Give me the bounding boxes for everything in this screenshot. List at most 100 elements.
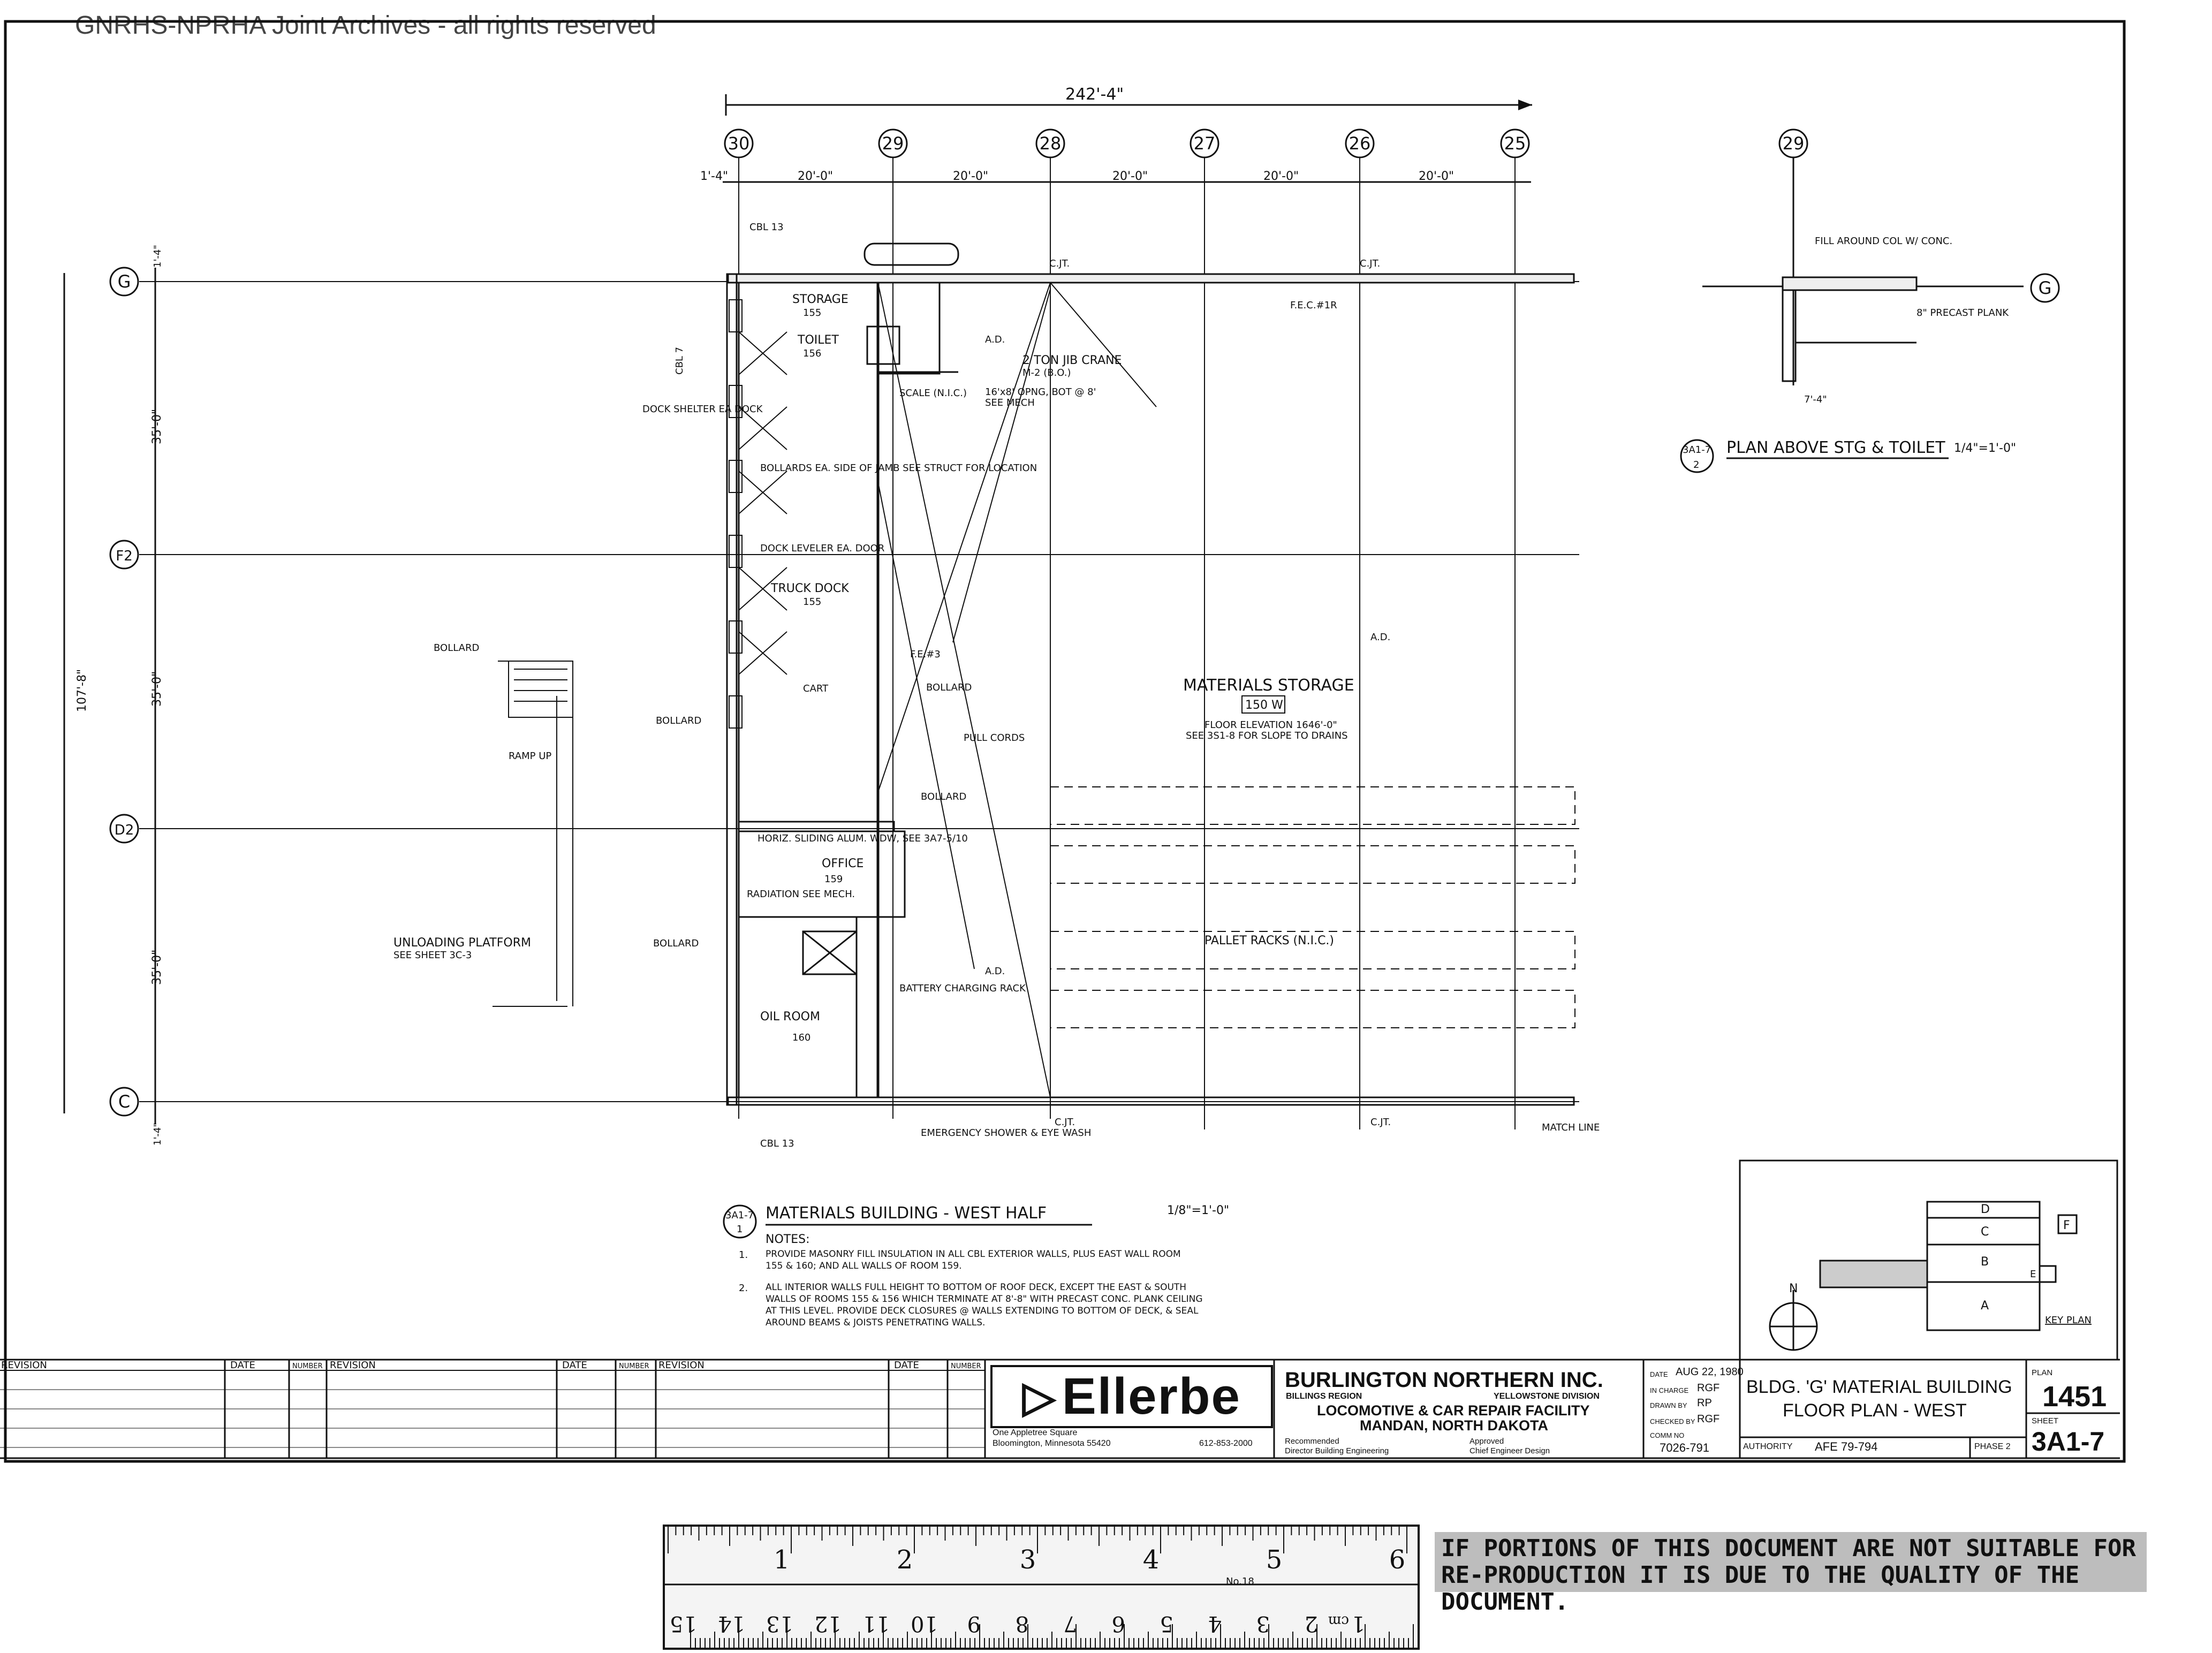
- cbl13-top: CBL 13: [749, 222, 784, 233]
- room-oil-no: 160: [792, 1032, 810, 1043]
- ruler-inch-5: 5: [1266, 1545, 1283, 1575]
- dock-doors: [729, 299, 787, 814]
- cbl7-label: CBL 7: [674, 347, 685, 375]
- drawing-title-1: BLDG. 'G' MATERIAL BUILDING: [1746, 1377, 2012, 1397]
- project-location: MANDAN, NORTH DAKOTA: [1360, 1417, 1548, 1434]
- detail-ref: 3A1-7: [1683, 444, 1711, 456]
- pallet-racks-label: PALLET RACKS (N.I.C.): [1205, 934, 1334, 947]
- left-dim: 1'-4": [700, 170, 728, 183]
- scale-ruler: [663, 1525, 1420, 1650]
- phase-value: PHASE 2: [1974, 1442, 2011, 1451]
- ruler-cm-9: 9: [967, 1611, 981, 1636]
- dock-leveler-label: DOCK LEVELER EA. DOOR: [760, 543, 884, 554]
- horiz-sliding-label: HORIZ. SLIDING ALUM. WDW, SEE 3A7-5/10: [757, 833, 968, 844]
- ruler-inch-4: 4: [1143, 1545, 1160, 1575]
- info-checked: RGF: [1697, 1413, 1720, 1425]
- emergency-label: EMERGENCY SHOWER & EYE WASH: [921, 1127, 1091, 1139]
- row-dim-1: 35'-0": [150, 409, 164, 444]
- total-height-dim: 107'-8": [75, 669, 89, 712]
- rev-h3: REVISION: [658, 1360, 704, 1371]
- row-bubbles: [109, 267, 139, 1117]
- archive-watermark: GNRHS-NPRHA Joint Archives - all rights …: [75, 11, 656, 40]
- grid-col-26: 26: [1349, 133, 1371, 154]
- bottom-edge-dim: 1'-4": [152, 1123, 163, 1146]
- plan-label: PLAN: [2032, 1368, 2053, 1377]
- bollard-label-5: BOLLARD: [921, 791, 966, 802]
- ruler-inch-2: 2: [897, 1545, 913, 1575]
- ruler-brand: No.18: [1226, 1576, 1254, 1587]
- exterior-walls: [726, 273, 1575, 1106]
- recommended-by: Director Building Engineering: [1285, 1446, 1389, 1455]
- ruler-cm-unit: cm: [1328, 1613, 1349, 1629]
- grid-col-30: 30: [728, 133, 750, 154]
- rev-date1: DATE: [230, 1360, 255, 1371]
- jib-crane-label: 2 TON JIB CRANE: [1022, 354, 1122, 367]
- key-plan-label: KEY PLAN: [2045, 1315, 2092, 1326]
- rev-h1: REVISION: [1, 1360, 47, 1371]
- firm-address-2: Bloomington, Minnesota 55420: [993, 1439, 1111, 1448]
- grid-col-28: 28: [1040, 133, 1062, 154]
- firm-phone: 612-853-2000: [1199, 1439, 1253, 1448]
- dock-shelter-label: DOCK SHELTER EA DOCK: [642, 404, 763, 415]
- detail-plank: 8" PRECAST PLANK: [1916, 307, 2009, 319]
- ramp-up-label: RAMP UP: [509, 750, 551, 762]
- detail-title: PLAN ABOVE STG & TOILET: [1726, 438, 1945, 457]
- bollard-label-4: BOLLARD: [926, 682, 972, 693]
- firm-logo: ▷ Ellerbe: [990, 1365, 1273, 1428]
- room-office-no: 159: [824, 874, 843, 885]
- ad-label-2: A.D.: [1370, 632, 1390, 643]
- info-drawn: RP: [1697, 1397, 1712, 1409]
- radiation-label: RADIATION SEE MECH.: [747, 889, 855, 900]
- client-division: YELLOWSTONE DIVISION: [1494, 1392, 1600, 1401]
- ruler-cm-8: 8: [1016, 1611, 1029, 1636]
- key-f-tag: F: [2063, 1219, 2070, 1232]
- ruler-cm-labels: 1 cm 2 3 4 5 6 7 8 9 10 11 12 13 14 15: [670, 1611, 1365, 1636]
- note-1: PROVIDE MASONRY FILL INSULATION IN ALL C…: [766, 1249, 1181, 1271]
- ruler-cm-3: 3: [1256, 1611, 1270, 1636]
- ruler-cm-1: 1: [1352, 1611, 1365, 1636]
- opng-label: 16'x8' OPNG, BOT @ 8': [985, 386, 1096, 398]
- sheet-label: SHEET: [2032, 1416, 2059, 1425]
- cjt-label-4: C.JT.: [1370, 1117, 1391, 1128]
- cjt-label-1: C.JT.: [1049, 258, 1070, 269]
- project-name: LOCOMOTIVE & CAR REPAIR FACILITY: [1317, 1402, 1590, 1419]
- bollard-label-3: BOLLARD: [653, 938, 699, 949]
- pull-cords-label: PULL CORDS: [964, 732, 1025, 744]
- key-north: N: [1789, 1282, 1798, 1295]
- cbl13-bot: CBL 13: [760, 1138, 794, 1149]
- grid-col-29: 29: [882, 133, 904, 154]
- key-bay-a: A: [1981, 1299, 1989, 1313]
- detail-grid-col: 29: [1783, 133, 1805, 154]
- ruler-cm-13: 13: [766, 1611, 793, 1636]
- slope-note: SEE 3S1-8 FOR SLOPE TO DRAINS: [1186, 730, 1348, 741]
- ruler-cm-4: 4: [1208, 1611, 1222, 1636]
- storage-toilet-block: [863, 242, 959, 375]
- key-bay-d: D: [1981, 1203, 1990, 1216]
- rev-date3: DATE: [894, 1360, 919, 1371]
- room-oil: OIL ROOM: [760, 1010, 820, 1023]
- rev-date2: DATE: [562, 1360, 587, 1371]
- detail-ref-bubble: [1680, 439, 1714, 473]
- room-storage: STORAGE: [792, 293, 849, 306]
- grid-row-c: C: [118, 1091, 130, 1112]
- room-materials-storage: MATERIALS STORAGE: [1183, 676, 1354, 695]
- room-truck-dock: TRUCK DOCK: [770, 582, 849, 595]
- plan-ref-bubble: [723, 1204, 757, 1239]
- match-line-label: MATCH LINE: [1542, 1122, 1600, 1133]
- bay-dim-5: 20'-0": [1419, 170, 1454, 183]
- room-truck-dock-no: 155: [803, 596, 821, 608]
- detail-plan-above-stg: [1702, 155, 2024, 385]
- room-storage-no: 155: [803, 307, 821, 319]
- ruler-inch-1: 1: [774, 1545, 790, 1575]
- drawing-title-2: FLOOR PLAN - WEST: [1783, 1400, 1967, 1421]
- overall-dimension: 242'-4": [725, 85, 1532, 116]
- recommended-label: Recommended: [1285, 1437, 1339, 1446]
- detail-dim: 7'-4": [1804, 394, 1827, 405]
- detail-grid-bubble-col: [1778, 128, 1808, 158]
- reproduction-warning: IF PORTIONS OF THIS DOCUMENT ARE NOT SUI…: [1435, 1532, 2147, 1616]
- detail-grid-row: G: [2039, 278, 2052, 298]
- ruler-cm-6: 6: [1112, 1611, 1125, 1636]
- top-edge-dim: 1'-4": [152, 245, 163, 268]
- plan-scale: 1/8"=1'-0": [1167, 1204, 1229, 1217]
